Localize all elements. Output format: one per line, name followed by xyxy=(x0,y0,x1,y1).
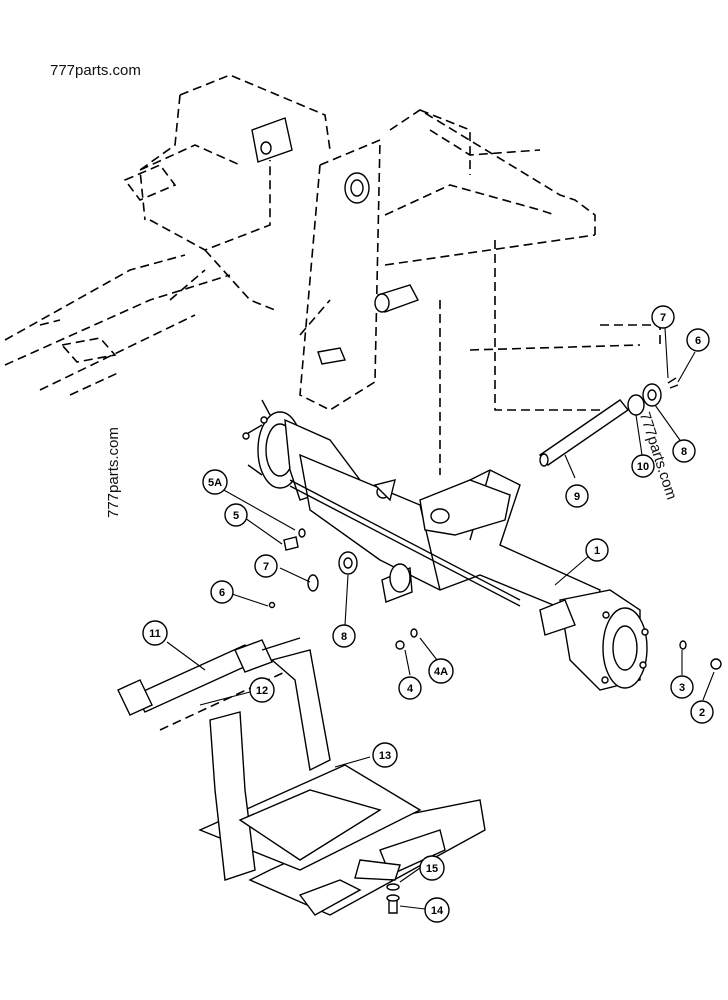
callout-6-right: 6 xyxy=(686,328,710,352)
small-hardware xyxy=(268,528,722,670)
svg-text:6: 6 xyxy=(219,587,225,599)
loader-frame-phantom xyxy=(4,74,661,475)
callout-11: 11 xyxy=(142,620,168,646)
svg-text:4: 4 xyxy=(407,683,414,695)
callout-7-right: 7 xyxy=(651,305,675,329)
callout-9: 9 xyxy=(565,484,589,508)
svg-text:1: 1 xyxy=(594,545,600,557)
front-axle-assembly xyxy=(242,399,649,691)
svg-text:7: 7 xyxy=(263,561,269,573)
skid-shield xyxy=(198,649,486,916)
callout-12: 12 xyxy=(249,677,275,703)
pivot-pin-group xyxy=(307,377,679,592)
svg-text:7: 7 xyxy=(660,312,666,324)
svg-text:11: 11 xyxy=(149,628,161,640)
callout-13: 13 xyxy=(372,742,398,768)
svg-text:15: 15 xyxy=(426,863,438,875)
svg-text:5A: 5A xyxy=(208,477,222,489)
callout-4a: 4A xyxy=(428,658,454,684)
svg-text:9: 9 xyxy=(574,491,580,503)
callout-2: 2 xyxy=(690,700,714,724)
callouts: 1 2 3 4 4A 5 5A 6 6 7 7 8 8 9 10 11 12 1… xyxy=(142,305,714,923)
svg-text:2: 2 xyxy=(699,707,705,719)
callout-14: 14 xyxy=(424,897,450,923)
callout-1: 1 xyxy=(585,538,609,562)
svg-text:3: 3 xyxy=(679,682,685,694)
callout-7-left: 7 xyxy=(254,554,278,578)
callout-5a: 5A xyxy=(202,469,228,495)
callout-8-left: 8 xyxy=(332,624,356,648)
callout-15: 15 xyxy=(419,855,445,881)
frame-mount-details xyxy=(251,117,419,365)
svg-text:5: 5 xyxy=(233,510,239,522)
svg-text:12: 12 xyxy=(256,685,268,697)
callout-10: 10 xyxy=(631,454,655,478)
svg-text:10: 10 xyxy=(637,461,649,473)
bolt-washer xyxy=(386,883,400,914)
leader-lines xyxy=(166,327,715,910)
svg-text:8: 8 xyxy=(681,446,687,458)
callout-4: 4 xyxy=(398,676,422,700)
callout-6-left: 6 xyxy=(210,580,234,604)
svg-text:6: 6 xyxy=(695,335,701,347)
svg-text:8: 8 xyxy=(341,631,347,643)
watermark-top: 777parts.com xyxy=(50,62,141,79)
callout-3: 3 xyxy=(670,675,694,699)
callout-5: 5 xyxy=(224,503,248,527)
svg-text:4A: 4A xyxy=(434,666,448,678)
svg-text:13: 13 xyxy=(379,750,391,762)
svg-text:14: 14 xyxy=(431,905,444,917)
callout-8-right: 8 xyxy=(672,439,696,463)
